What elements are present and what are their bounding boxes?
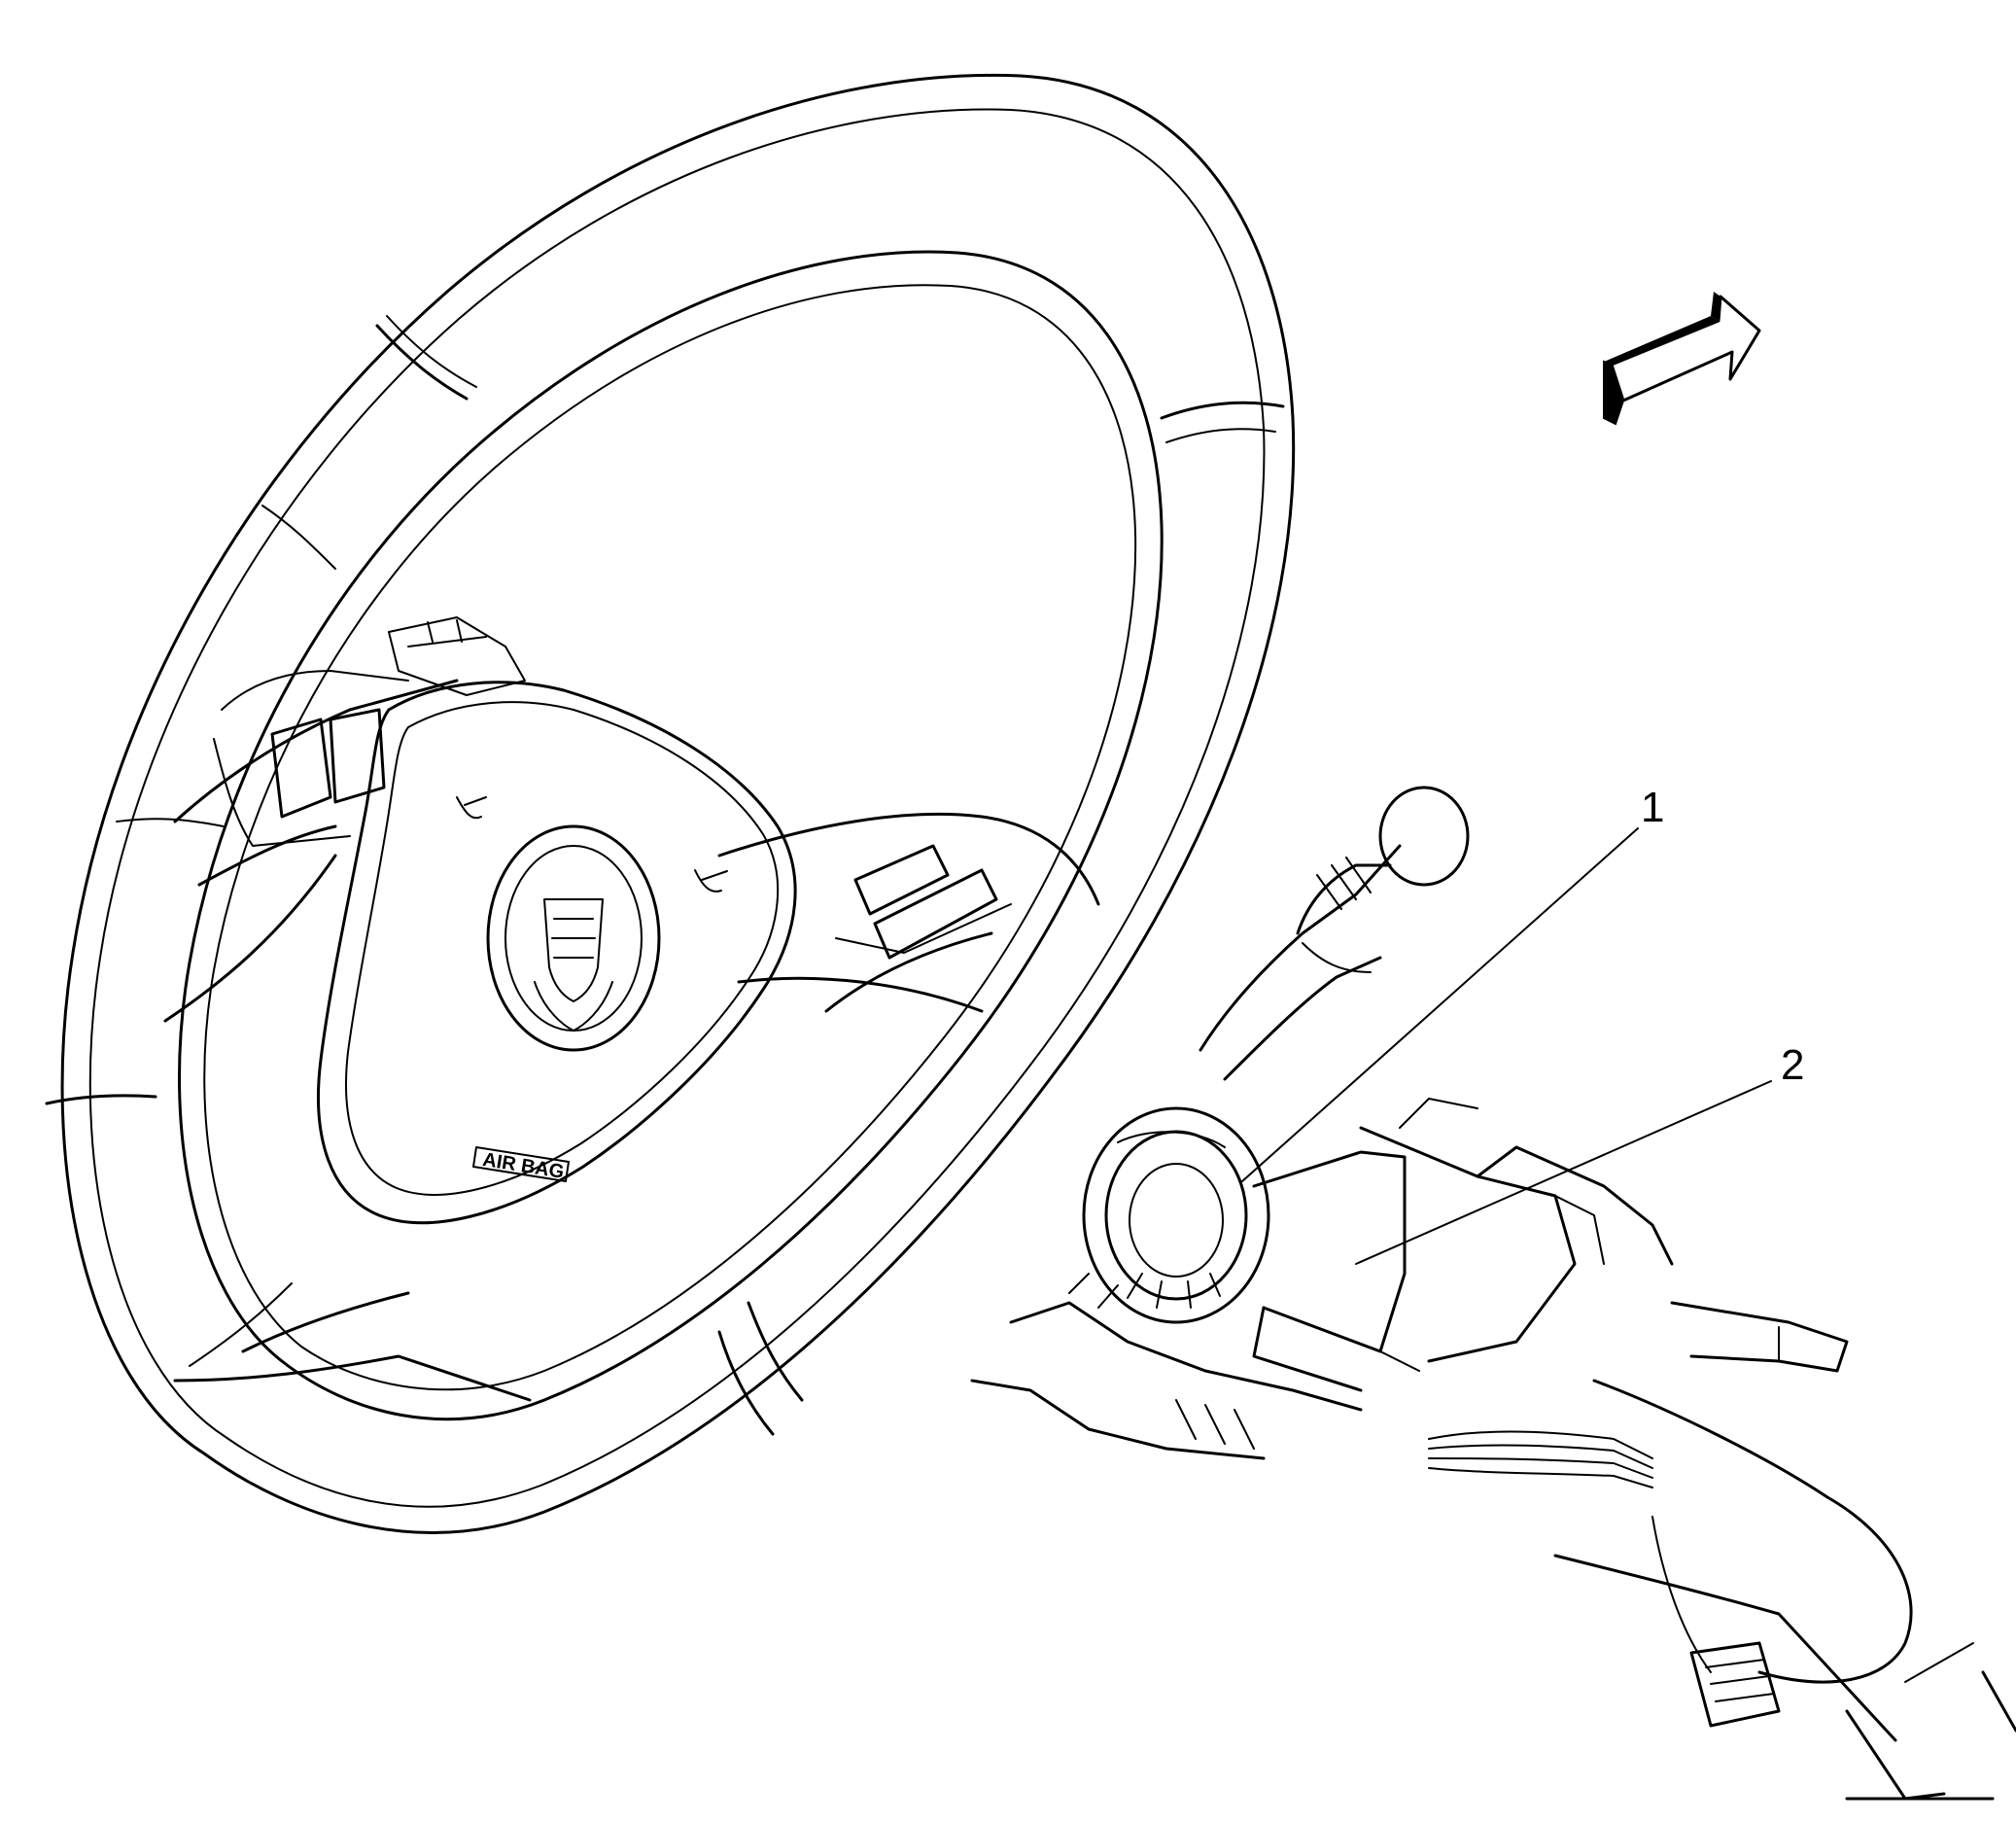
callout-2-label: 2 (1781, 1041, 1804, 1089)
clock-spring (1082, 1106, 1270, 1324)
steering-wheel-rim (45, 73, 1296, 1534)
callout-2-leader (1355, 1080, 1772, 1265)
turn-signal-stalk (1199, 786, 1470, 1081)
callout-1-leader (1241, 827, 1639, 1182)
steering-wheel-hub: AIR BAG (163, 616, 1100, 1402)
callout-1-label: 1 (1641, 784, 1664, 831)
callout-leaders (1241, 827, 1772, 1265)
steering-column (970, 1098, 2016, 1801)
forward-arrow-icon (1603, 292, 1761, 426)
